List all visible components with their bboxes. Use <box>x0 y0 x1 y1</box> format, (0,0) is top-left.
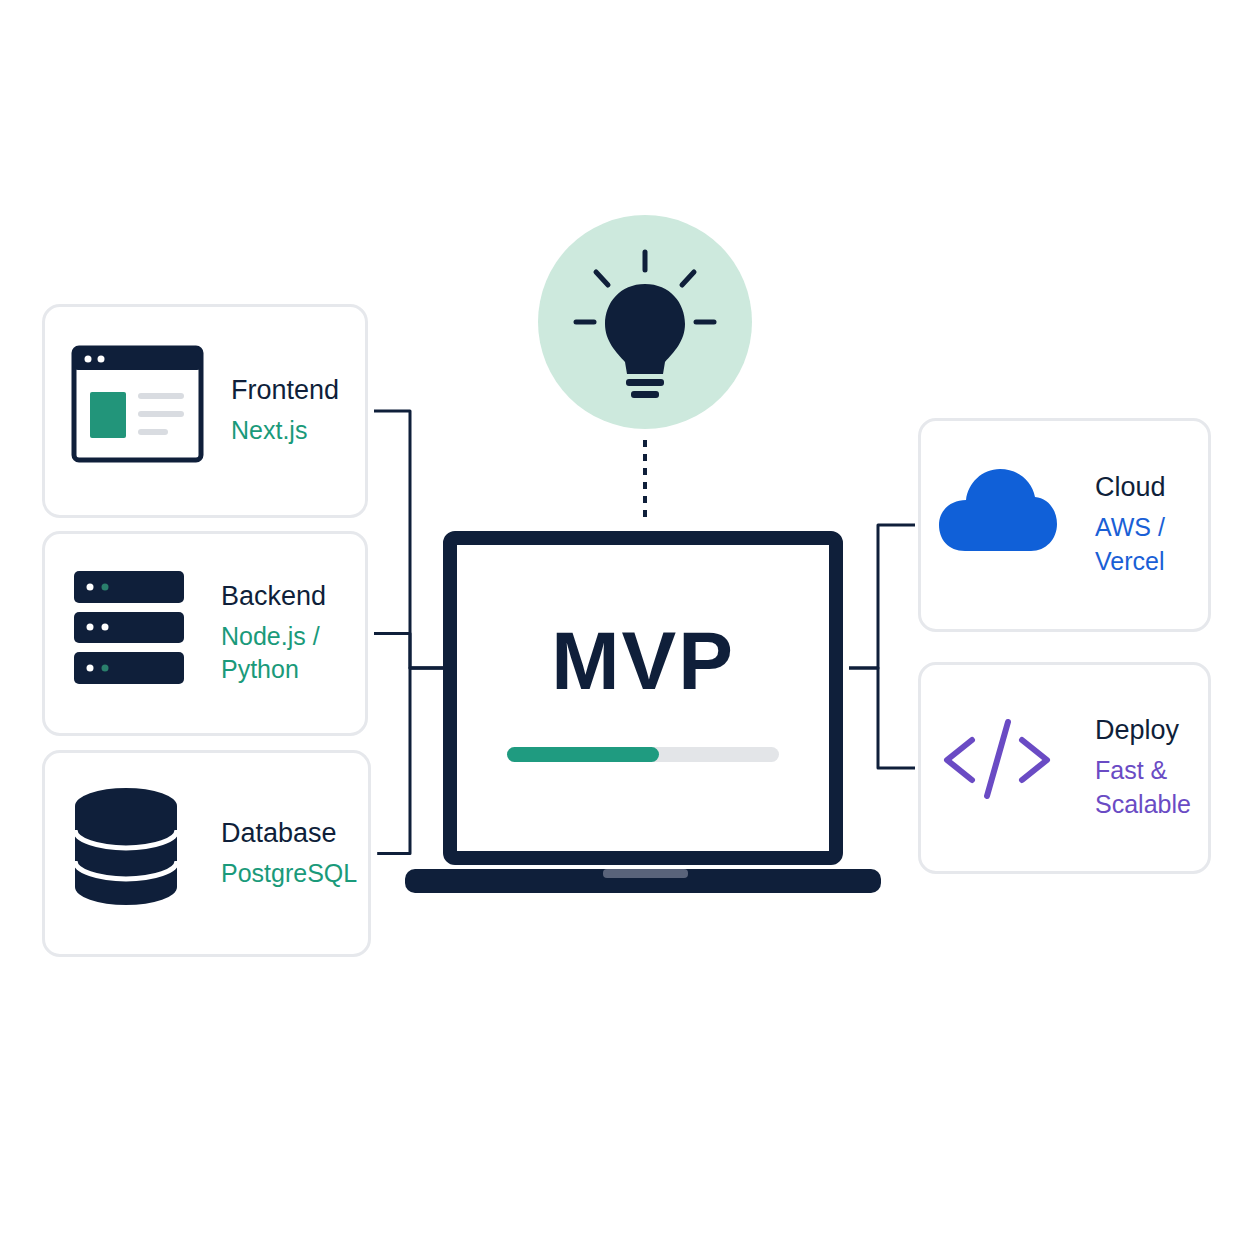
bracket-connector <box>374 411 443 668</box>
bracket-connector <box>377 668 443 854</box>
mvp-label: MVP <box>551 620 735 702</box>
card-title: Backend <box>221 580 349 614</box>
database-card: DatabasePostgreSQL <box>42 750 371 957</box>
frontend-card: FrontendNext.js <box>42 304 368 518</box>
backend-card: BackendNode.js / Python <box>42 531 368 736</box>
browser-icon <box>74 348 201 460</box>
mvp-screen: MVP <box>443 531 843 865</box>
tech-label: AWS / Vercel <box>1095 511 1203 579</box>
tech-label: Fast & Scalable <box>1095 754 1203 822</box>
deploy-card: DeployFast & Scalable <box>918 662 1211 874</box>
card-title: Cloud <box>1095 471 1203 505</box>
card-title: Deploy <box>1095 714 1203 748</box>
cloud-icon <box>939 469 1057 551</box>
tech-label: Next.js <box>231 414 365 448</box>
card-title: Frontend <box>231 374 365 408</box>
bulb-circle <box>538 215 752 429</box>
laptop-notch <box>603 869 688 878</box>
dashed-link <box>643 440 647 522</box>
bracket-connector <box>849 668 915 768</box>
card-title: Database <box>221 817 368 851</box>
bulb-icon <box>605 284 685 374</box>
bracket-connector <box>849 525 915 668</box>
progress-track <box>507 747 779 762</box>
bulb-base <box>631 391 659 398</box>
bulb-base <box>626 379 664 386</box>
server-icon <box>74 571 184 684</box>
tech-label: Node.js / Python <box>221 620 349 688</box>
cloud-card: CloudAWS / Vercel <box>918 418 1211 632</box>
database-icon <box>75 788 177 905</box>
code-icon <box>947 722 1047 796</box>
tech-label: PostgreSQL <box>221 857 368 891</box>
bracket-connector <box>374 634 443 669</box>
laptop-base <box>405 869 881 893</box>
progress-fill <box>507 747 659 762</box>
laptop-screen <box>450 538 836 858</box>
